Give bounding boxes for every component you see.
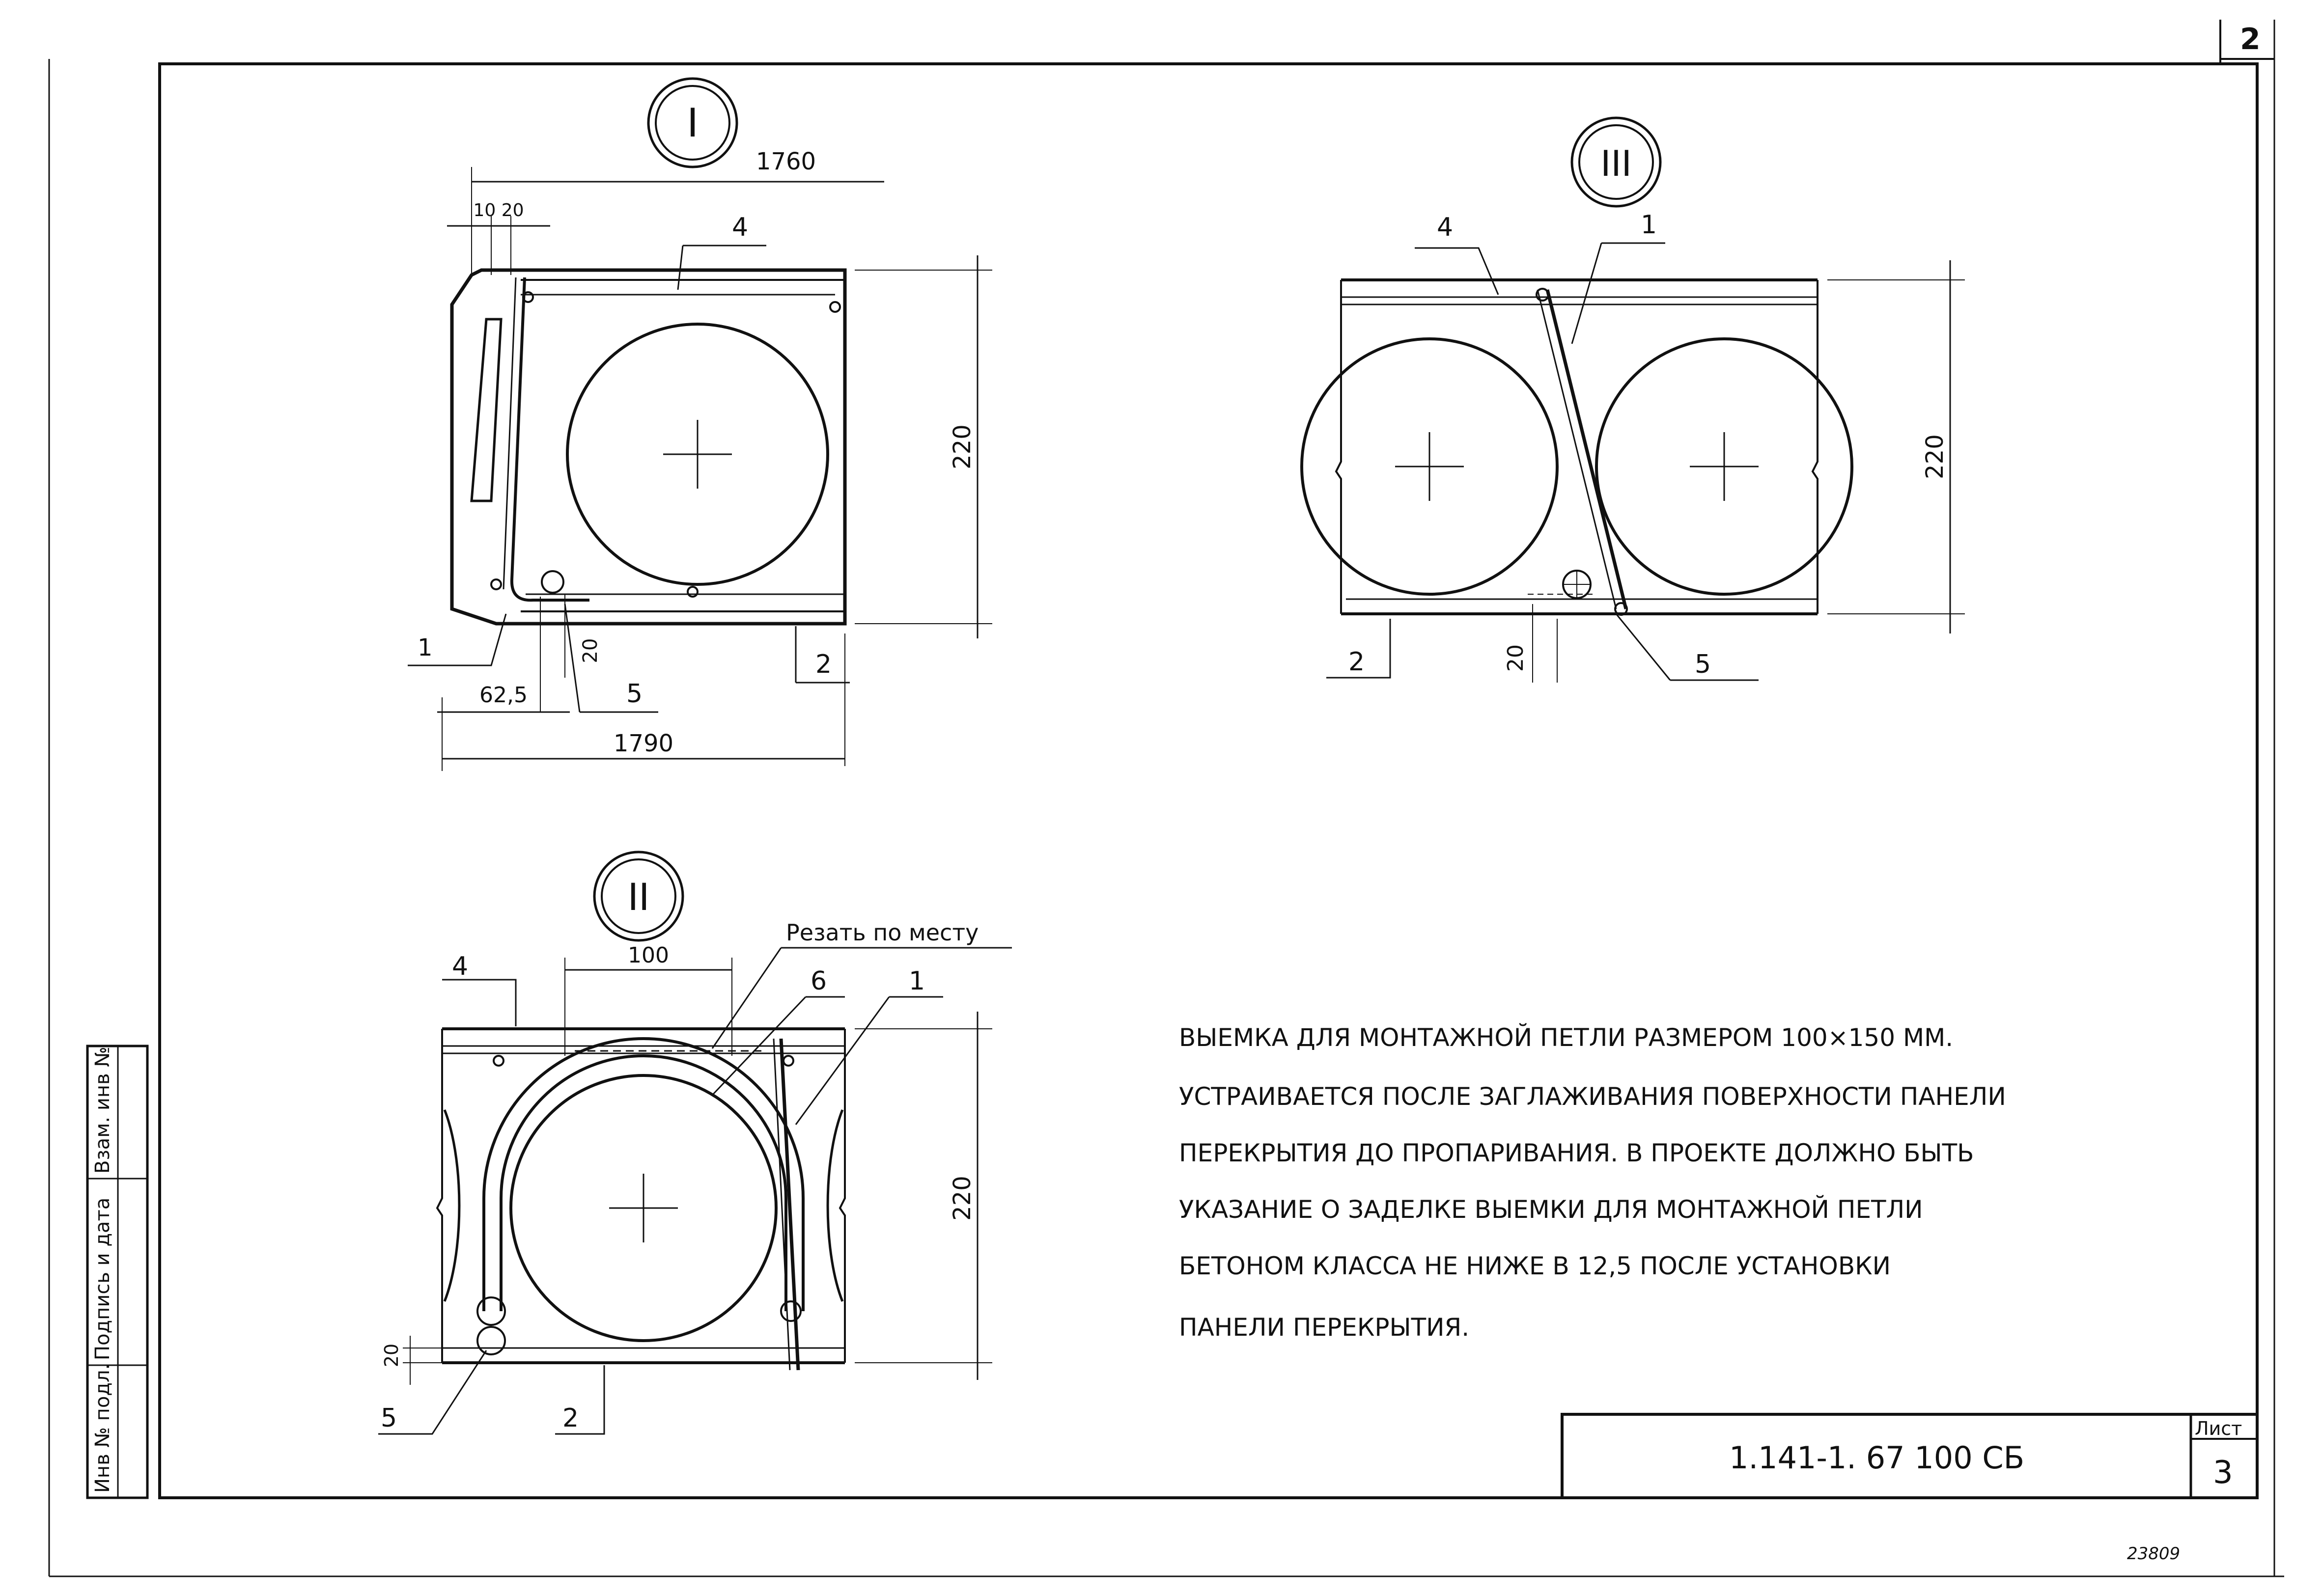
dim-top-width-1: 1760 — [756, 148, 816, 175]
corner-mark: 23809 — [2127, 1544, 2180, 1564]
dim-height-2: 220 — [949, 1176, 976, 1221]
side-stamp — [86, 1045, 149, 1499]
note-line-1: ВЫЕМКА ДЛЯ МОНТАЖНОЙ ПЕТЛИ РАЗМЕРОМ 100×… — [1179, 1023, 1953, 1052]
stamp-replace-label: Взам. инв № — [91, 1046, 114, 1174]
note-block: ВЫЕМКА ДЛЯ МОНТАЖНОЙ ПЕТЛИ РАЗМЕРОМ 100×… — [1179, 1023, 2006, 1342]
callout-5-view3: 5 — [1695, 650, 1711, 679]
dim-bottom-gap-3: 20 — [1503, 644, 1528, 672]
callout-6-view2: 6 — [811, 966, 827, 996]
callout-4-view2: 4 — [452, 952, 468, 981]
sheet-number: 3 — [2213, 1455, 2233, 1491]
cut-note: Резать по месту — [786, 919, 979, 946]
view-section-2 — [378, 851, 1012, 1435]
marker-label-2: II — [628, 875, 650, 919]
callout-4-view1: 4 — [732, 213, 748, 242]
section-marker-3 — [1570, 116, 1662, 208]
note-line-3: ПЕРЕКРЫТИЯ ДО ПРОПАРИВАНИЯ. В ПРОЕКТЕ ДО… — [1179, 1139, 1974, 1167]
callout-4-view3: 4 — [1437, 213, 1453, 242]
callout-1-view3: 1 — [1641, 210, 1657, 240]
callout-1-view1: 1 — [418, 634, 433, 661]
dim-width-2: 100 — [628, 943, 669, 968]
dim-height-3: 220 — [1921, 434, 1949, 479]
callout-1-view2: 1 — [909, 966, 925, 996]
page-number: 2 — [2240, 22, 2261, 56]
callout-2-view3: 2 — [1348, 647, 1365, 677]
marker-label-3: III — [1600, 143, 1632, 184]
callout-5-view1: 5 — [626, 679, 643, 709]
section-marker-1 — [647, 77, 738, 168]
sheet-frame — [48, 20, 2284, 1577]
note-line-2: УСТРАИВАЕТСЯ ПОСЛЕ ЗАГЛАЖИВАНИЯ ПОВЕРХНО… — [1179, 1082, 2006, 1111]
view-section-1 — [408, 77, 992, 771]
drawing-code: 1.141-1. 67 100 СБ — [1729, 1440, 2024, 1476]
note-line-5: БЕТОНОМ КЛАССА НЕ НИЖЕ В 12,5 ПОСЛЕ УСТА… — [1179, 1252, 1891, 1280]
dim-height-1: 220 — [949, 424, 976, 469]
stamp-inv-label: Инв № подл. — [91, 1364, 114, 1493]
callout-5-view2: 5 — [381, 1403, 397, 1433]
dim-bottom-gap-1: 20 — [579, 638, 602, 663]
section-marker-2 — [593, 851, 684, 942]
dim-left-offsets-1: 10 20 — [473, 200, 524, 220]
callout-2-view1: 2 — [815, 650, 832, 679]
callout-2-view2: 2 — [562, 1403, 579, 1433]
note-line-6: ПАНЕЛИ ПЕРЕКРЫТИЯ. — [1179, 1313, 1469, 1342]
dim-bottom-gap-2: 20 — [381, 1344, 402, 1367]
title-block — [1561, 1413, 2259, 1499]
note-line-4: УКАЗАНИЕ О ЗАДЕЛКЕ ВЫЕМКИ ДЛЯ МОНТАЖНОЙ … — [1179, 1195, 1923, 1224]
sheet-label: Лист — [2195, 1418, 2242, 1439]
view-section-3 — [1300, 116, 1965, 683]
stamp-sign-label: Подпись и дата — [91, 1198, 114, 1360]
dim-left-edge-1: 62,5 — [479, 683, 528, 708]
dim-bottom-width-1: 1790 — [614, 730, 673, 757]
marker-label-1: I — [687, 100, 699, 146]
